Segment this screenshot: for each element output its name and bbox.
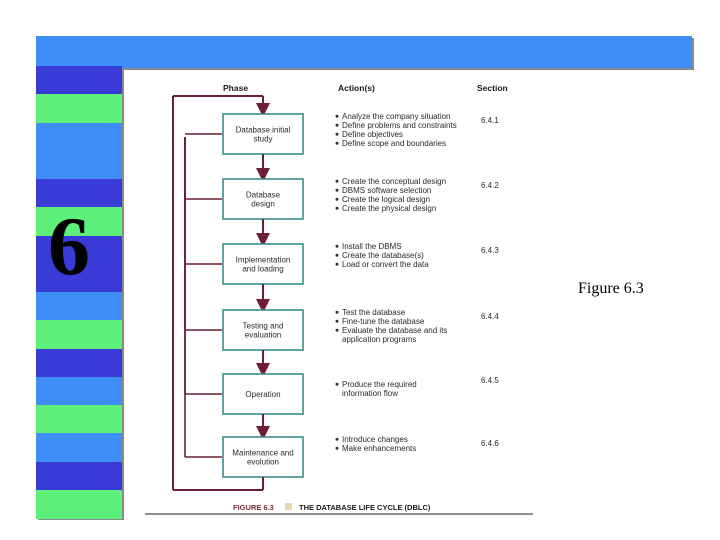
stripe-band — [36, 320, 122, 349]
phase-label: study — [253, 135, 272, 144]
bullet-icon — [335, 179, 339, 183]
header-phase: Phase — [223, 83, 248, 93]
section-number: 6.4.1 — [481, 116, 499, 125]
stripe-band — [36, 489, 122, 519]
caption-figure: FIGURE 6.3 — [233, 503, 274, 512]
phase-label: Testing and — [243, 322, 284, 331]
stripe-band — [36, 405, 122, 434]
header-section: Section — [477, 83, 508, 93]
bullet-icon — [335, 382, 339, 386]
action-item: information flow — [342, 389, 398, 398]
bullet-icon — [335, 123, 339, 127]
action-item: Create the logical design — [342, 195, 430, 204]
action-item: Create the database(s) — [342, 251, 424, 260]
phase-label: evaluation — [245, 331, 281, 340]
bullet-icon — [335, 253, 339, 257]
phase-label: Maintenance and — [232, 449, 293, 458]
phase-label: Implementation — [236, 256, 291, 265]
phase-box — [222, 373, 304, 415]
bullet-icon — [335, 197, 339, 201]
figure-label: Figure 6.3 — [578, 280, 644, 297]
section-number: 6.4.6 — [481, 439, 499, 448]
action-item: DBMS software selection — [342, 186, 431, 195]
title-bar — [36, 36, 692, 68]
phase-label: Database initial — [236, 126, 291, 135]
action-item: Create the conceptual design — [342, 177, 446, 186]
phase-box — [222, 243, 304, 285]
phase-box — [222, 309, 304, 351]
caption-marker — [285, 503, 292, 510]
phase-label: and loading — [242, 265, 283, 274]
phase-label: design — [251, 200, 275, 209]
action-item: Introduce changes — [342, 435, 408, 444]
action-item: Evaluate the database and its — [342, 326, 447, 335]
dblc-diagram: Phase Action(s) Section Database initial… — [145, 83, 533, 515]
action-item: Load or convert the data — [342, 260, 429, 269]
stripe-band — [36, 461, 122, 491]
stripe-band — [36, 66, 122, 95]
bullet-icon — [335, 319, 339, 323]
stripe-band — [36, 376, 122, 406]
bullet-icon — [335, 446, 339, 450]
action-item: Test the database — [342, 308, 406, 317]
decorative-stripe-column — [36, 66, 122, 519]
phase-label: Database — [246, 191, 281, 200]
phase-label: evolution — [247, 458, 279, 467]
bullet-icon — [335, 244, 339, 248]
bullet-icon — [335, 141, 339, 145]
stripe-band — [36, 292, 122, 321]
bullet-icon — [335, 328, 339, 332]
section-number: 6.4.5 — [481, 376, 499, 385]
action-item: Analyze the company situation — [342, 112, 451, 121]
bullet-icon — [335, 262, 339, 266]
action-item: Make enhancements — [342, 444, 416, 453]
action-item: Install the DBMS — [342, 242, 402, 251]
action-item: Fine-tune the database — [342, 317, 425, 326]
stripe-band — [36, 348, 122, 378]
action-item: Define problems and constraints — [342, 121, 457, 130]
bullet-icon — [335, 114, 339, 118]
action-item: Define objectives — [342, 130, 403, 139]
action-item: Produce the required — [342, 380, 417, 389]
bullet-icon — [335, 188, 339, 192]
phase-box — [222, 113, 304, 155]
phase-label: Operation — [245, 390, 280, 399]
section-number: 6.4.2 — [481, 181, 499, 190]
stripe-band — [36, 433, 122, 462]
stripe-band — [36, 179, 122, 208]
action-item: Define scope and boundaries — [342, 139, 446, 148]
stripe-band — [36, 94, 122, 123]
section-number: 6.4.4 — [481, 312, 499, 321]
bullet-icon — [335, 132, 339, 136]
bullet-icon — [335, 310, 339, 314]
stripe-band — [36, 122, 122, 152]
bullet-icon — [335, 206, 339, 210]
slide-number: 6 — [48, 200, 90, 293]
stripe-band — [36, 263, 122, 293]
action-item: Create the physical design — [342, 204, 436, 213]
stripe-band — [36, 150, 122, 180]
header-actions: Action(s) — [338, 83, 375, 93]
bullet-icon — [335, 437, 339, 441]
stripe-band — [36, 207, 122, 236]
action-item: application programs — [342, 335, 416, 344]
section-number: 6.4.3 — [481, 246, 499, 255]
stripe-band — [36, 235, 122, 265]
caption-title: THE DATABASE LIFE CYCLE (DBLC) — [299, 503, 431, 512]
